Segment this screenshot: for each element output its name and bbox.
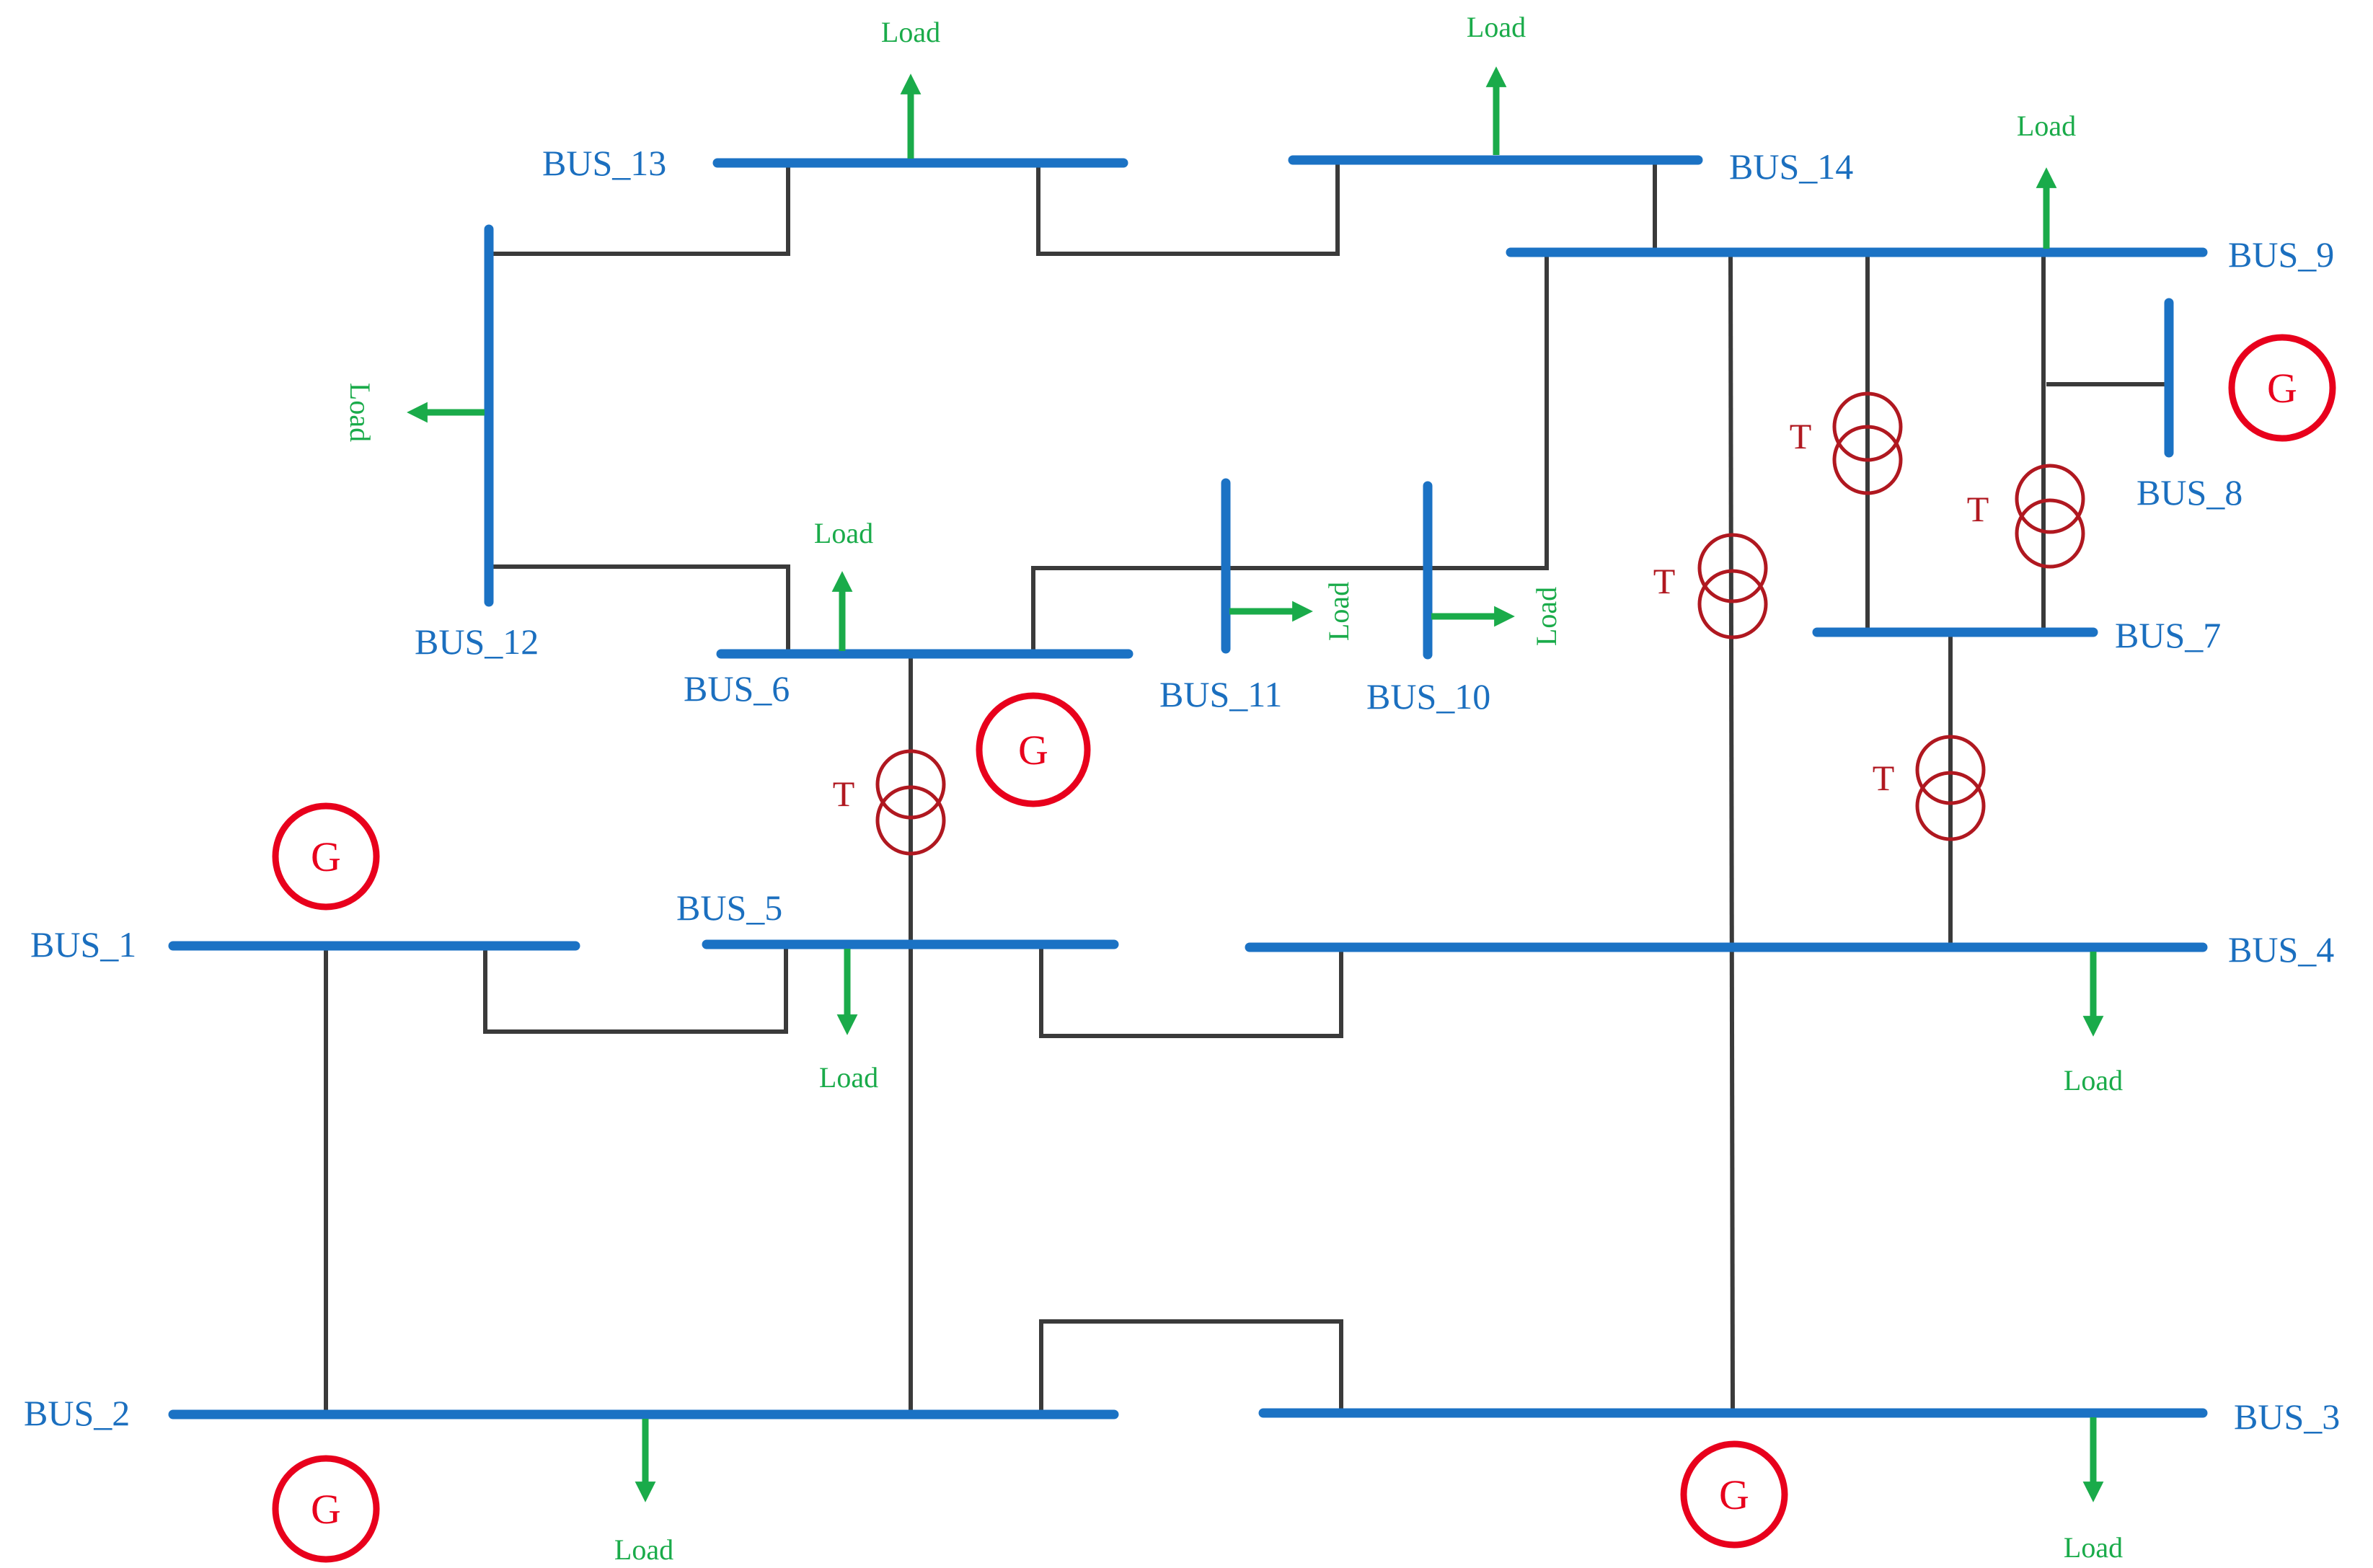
generator-symbol (2228, 334, 2336, 442)
line-bus6-bus12 (490, 564, 790, 657)
generator-symbol (272, 1455, 380, 1563)
bus-label-bus7: BUS_7 (2115, 615, 2221, 655)
line-bus5-bus4 (1039, 944, 1343, 1038)
load-label: Load (344, 383, 376, 442)
generator-label: G (2267, 365, 2297, 412)
load-bus11: Load (1229, 582, 1355, 641)
generator-bus3: G (1680, 1440, 1788, 1549)
bus-label-bus3: BUS_3 (2234, 1396, 2340, 1437)
bus-label-bus12: BUS_12 (415, 621, 539, 662)
transformer-winding (1915, 771, 1986, 841)
bus-labels: BUS_1 BUS_2 BUS_3 BUS_4 BUS_5 BUS_6 BUS_… (24, 143, 2340, 1437)
transformer-bus7-bus9-a: T (1790, 391, 1903, 495)
transformer-bus5-bus6: T (833, 749, 946, 856)
load-label: Load (1467, 11, 1526, 43)
line-bus1-bus5 (483, 944, 788, 1034)
load-bus5: Load (819, 949, 878, 1094)
transformer-winding (1832, 391, 1903, 462)
bus-label-bus6: BUS_6 (684, 668, 790, 709)
bus-label-bus1: BUS_1 (30, 924, 136, 965)
transformers: T T T T T (833, 391, 2085, 856)
buses (168, 155, 2208, 1419)
bus-label-bus4: BUS_4 (2228, 929, 2334, 970)
line-bus10-bus9 (1428, 256, 1549, 570)
transformer-winding (1697, 533, 1768, 603)
generator-bus6: G (976, 692, 1091, 807)
load-label: Load (614, 1533, 673, 1566)
generator-label: G (311, 833, 341, 880)
transformer-winding (1832, 425, 1903, 495)
load-bus12: Load (344, 383, 485, 442)
transformer-label: T (1967, 489, 1989, 529)
load-bus10: Load (1431, 587, 1563, 646)
load-label: Load (2064, 1531, 2123, 1564)
load-bus13: Load (881, 16, 940, 159)
line-bus13-bus14 (1036, 163, 1340, 256)
load-bus6: Load (814, 517, 873, 651)
load-bus14: Load (1467, 11, 1526, 155)
transformer-bus4-bus7: T (1873, 735, 1986, 841)
load-label: Load (2017, 110, 2076, 142)
transformer-winding (2015, 464, 2085, 534)
bus-label-bus5: BUS_5 (676, 887, 782, 928)
generator-label: G (1719, 1471, 1749, 1518)
generator-label: G (1018, 727, 1048, 774)
line-bus3-bus9-trafo (1728, 255, 1735, 1414)
bus-label-bus2: BUS_2 (24, 1393, 130, 1433)
bus-label-bus8: BUS_8 (2136, 472, 2242, 513)
bus-label-bus9: BUS_9 (2228, 234, 2334, 275)
generator-label: G (311, 1486, 341, 1533)
transformer-label: T (1873, 758, 1895, 798)
load-label: Load (881, 16, 940, 48)
transformer-winding (875, 785, 946, 856)
generator-symbol (976, 692, 1091, 807)
generator-symbol (1680, 1440, 1788, 1549)
transformer-label: T (1790, 416, 1812, 456)
load-label: Load (1322, 582, 1355, 641)
line-bus12-bus13 (490, 163, 790, 256)
transformer-winding (1915, 735, 1986, 805)
transformer-bus3-bus9: T (1653, 533, 1768, 639)
generators: G G G G G (272, 334, 2336, 1563)
loads: Load Load Load Load Load Load Load Load (344, 11, 2123, 1566)
load-label: Load (2064, 1064, 2123, 1097)
generator-bus8: G (2228, 334, 2336, 442)
load-bus3: Load (2064, 1417, 2123, 1564)
transformer-label: T (1653, 561, 1676, 601)
load-bus4: Load (2064, 952, 2123, 1097)
transformer-label: T (833, 774, 855, 814)
generator-symbol (272, 802, 380, 911)
bus-label-bus11: BUS_11 (1159, 674, 1282, 714)
transformer-winding (875, 749, 946, 820)
bus-label-bus14: BUS_14 (1729, 146, 1853, 187)
transformer-winding (1697, 569, 1768, 639)
load-bus9: Load (2017, 110, 2076, 249)
bus-label-bus13: BUS_13 (542, 143, 666, 183)
load-label: Load (819, 1061, 878, 1094)
transformer-bus7-bus9-b: T (1967, 464, 2085, 569)
line-bus2-bus3 (1039, 1319, 1343, 1413)
bus-label-bus10: BUS_10 (1366, 676, 1490, 717)
line-bus6-bus11 (1031, 566, 1226, 657)
load-label: Load (1530, 587, 1563, 646)
generator-bus2: G (272, 1455, 380, 1563)
load-label: Load (814, 517, 873, 549)
load-bus2: Load (614, 1419, 673, 1566)
transformer-winding (2015, 498, 2085, 569)
transmission-lines (324, 163, 2169, 1414)
generator-bus1: G (272, 802, 380, 911)
